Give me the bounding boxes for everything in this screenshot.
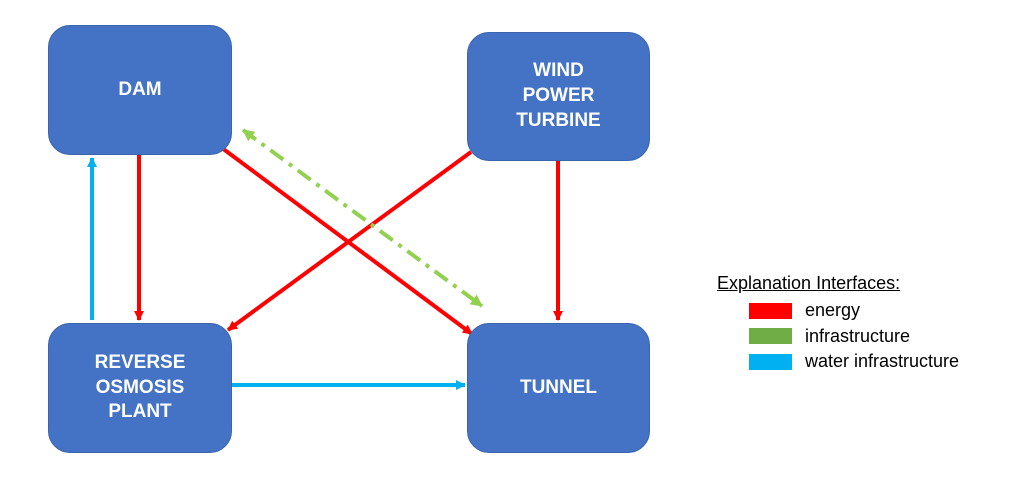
- edge-dam-to-tunnel-infrastructure: [241, 128, 484, 308]
- legend-swatch-energy: [749, 302, 792, 319]
- node-wind-power-turbine: WIND POWER TURBINE: [467, 32, 650, 161]
- legend-label-energy: energy: [805, 300, 861, 321]
- node-tunnel: TUNNEL: [467, 323, 650, 453]
- legend-swatch-infrastructure: [749, 328, 792, 345]
- node-dam: DAM: [48, 25, 232, 155]
- legend-item-infrastructure: infrastructure: [717, 324, 959, 350]
- node-reverse-osmosis-plant: REVERSE OSMOSIS PLANT: [48, 323, 232, 453]
- legend-item-water-infrastructure: water infrastructure: [717, 349, 959, 375]
- legend-item-energy: energy: [717, 298, 959, 324]
- legend-title: Explanation Interfaces:: [717, 273, 901, 293]
- legend-label-infrastructure: infrastructure: [805, 325, 911, 346]
- legend-swatch-water-infrastructure: [749, 353, 792, 370]
- legend: Explanation Interfaces: energy infrastru…: [717, 273, 959, 375]
- legend-label-water-infrastructure: water infrastructure: [805, 351, 960, 372]
